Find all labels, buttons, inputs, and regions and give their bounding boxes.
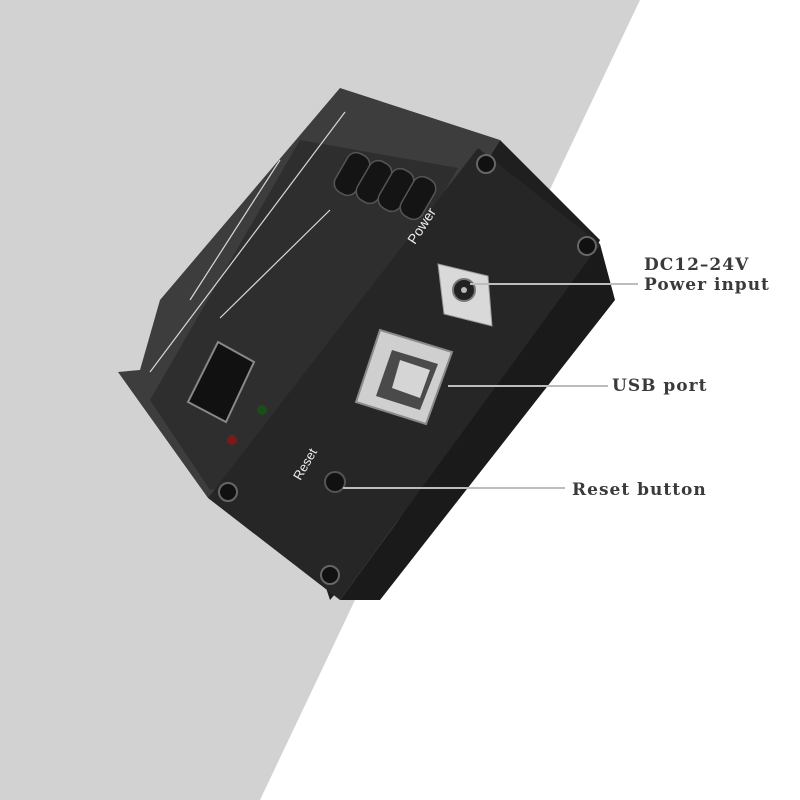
usb-leader-line — [448, 385, 608, 387]
lcd-display — [186, 340, 256, 424]
power-jack — [437, 263, 493, 327]
reset-button-callout: Reset button — [572, 480, 707, 500]
reset-leader-line — [343, 487, 565, 489]
usb-port-callout: USB port — [612, 376, 708, 396]
reset-hole — [324, 471, 346, 493]
power-input-callout: DC12–24V Power input — [644, 255, 770, 295]
power-voltage-text: DC12–24V — [644, 255, 750, 275]
power-input-text: Power input — [644, 275, 770, 295]
usb-port — [354, 328, 454, 426]
power-leader-line — [470, 283, 638, 285]
